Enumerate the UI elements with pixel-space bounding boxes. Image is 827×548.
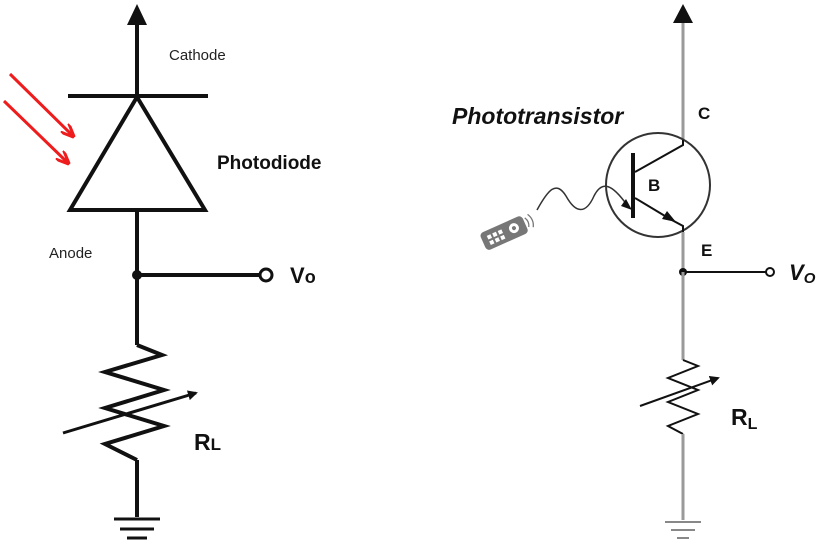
variable-resistor-icon bbox=[62, 390, 198, 435]
cathode-label: Cathode bbox=[169, 47, 226, 64]
remote-control-icon bbox=[480, 213, 534, 250]
transistor-symbol-icon bbox=[605, 132, 711, 238]
photodiode-label: Photodiode bbox=[217, 153, 321, 174]
output-label-vo: Vo bbox=[290, 263, 316, 288]
arrow-up-icon bbox=[127, 4, 147, 96]
output-terminal bbox=[258, 267, 274, 283]
resistor-label-rl: RL bbox=[731, 404, 758, 433]
ground-icon bbox=[665, 521, 701, 539]
base-label: B bbox=[648, 176, 660, 195]
light-rays-icon bbox=[2, 72, 73, 163]
resistor-label-rl: RL bbox=[194, 429, 221, 455]
resistor-rl bbox=[665, 359, 701, 435]
phototransistor-circuit: Phototransistor C B bbox=[452, 4, 816, 539]
photodiode-symbol-icon bbox=[66, 93, 209, 212]
phototransistor-label: Phototransistor bbox=[452, 103, 624, 129]
anode-label: Anode bbox=[49, 245, 92, 262]
arrow-up-icon bbox=[673, 4, 693, 140]
variable-resistor-icon bbox=[639, 375, 720, 407]
light-signal-icon bbox=[536, 185, 628, 211]
collector-label: C bbox=[698, 104, 710, 123]
photodiode-circuit: Cathode Photodiode Anode Vo RL bbox=[2, 4, 321, 540]
ground-icon bbox=[114, 517, 160, 540]
emitter-label: E bbox=[701, 241, 712, 260]
resistor-rl bbox=[98, 343, 171, 462]
output-terminal bbox=[765, 267, 775, 277]
output-label-vo: VO bbox=[789, 260, 816, 287]
